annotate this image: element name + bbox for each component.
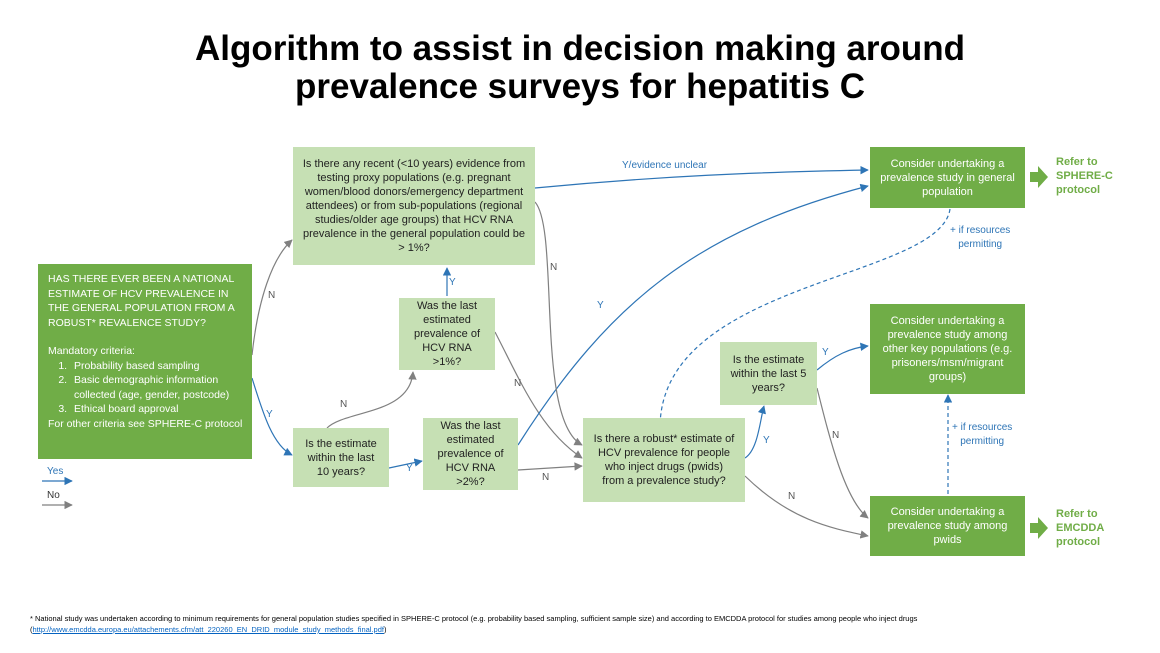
- label-n: N: [542, 472, 550, 483]
- label-y-evidence-unclear: Y/evidence unclear: [622, 160, 708, 171]
- label-y: Y: [406, 463, 413, 474]
- label-n: N: [832, 430, 840, 441]
- criteria-item: Basic demographic information collected …: [70, 373, 244, 402]
- edge-lastprev1-pwid: [494, 331, 583, 459]
- refer-sphere-c: Refer to SPHERE-C protocol: [1056, 155, 1113, 197]
- node-key-populations-study: Consider undertaking a prevalence study …: [870, 304, 1025, 394]
- legend-no: No: [47, 490, 60, 501]
- label-n: N: [514, 378, 522, 389]
- node-proxy-evidence: Is there any recent (<10 years) evidence…: [293, 147, 535, 265]
- start-national-estimate-box: HAS THERE EVER BEEN A NATIONAL ESTIMATE …: [38, 264, 252, 459]
- label-n: N: [550, 262, 558, 273]
- edge-within5-keypops: [816, 342, 869, 371]
- edge-lastprev2-pwid: [517, 462, 583, 471]
- node-last-prevalence-2pct: Was the last estimated prevalence of HCV…: [423, 418, 518, 490]
- refer-line: Refer to: [1056, 156, 1098, 168]
- start-heading: HAS THERE EVER BEEN A NATIONAL ESTIMATE …: [48, 273, 235, 329]
- refer-arrow-emcdda: [1030, 517, 1048, 539]
- node-pwid-estimate: Is there a robust* estimate of HCV preva…: [583, 418, 745, 502]
- refer-emcdda: Refer to EMCDDA protocol: [1056, 507, 1104, 549]
- footnote-link-line: (http://www.emcdda.europa.eu/attachement…: [30, 624, 1140, 635]
- node-pwids-study: Consider undertaking a prevalence study …: [870, 496, 1025, 556]
- footnote-link[interactable]: http://www.emcdda.europa.eu/attachements…: [32, 625, 384, 634]
- label-y: Y: [266, 409, 273, 420]
- criteria-item: Probability based sampling: [70, 359, 244, 374]
- edge-lastprev2-general: [517, 183, 869, 446]
- footnote-paren: ): [383, 625, 387, 634]
- edge-proxy-general: [534, 165, 869, 189]
- edge-within5-pwids: [816, 387, 869, 519]
- edge-pwid-pwids: [744, 475, 869, 539]
- edge-general-pwid-dashed: [655, 208, 951, 429]
- edge-start-proxy: [251, 239, 293, 356]
- page-title: Algorithm to assist in decision making a…: [0, 30, 1160, 106]
- node-within-10-years: Is the estimate within the last 10 years…: [293, 428, 389, 487]
- node-within-5-years: Is the estimate within the last 5 years?: [720, 342, 817, 405]
- refer-line: EMCDDA: [1056, 522, 1105, 534]
- label-line: permitting: [958, 239, 1003, 250]
- criteria-item: Ethical board approval: [70, 402, 244, 417]
- label-n: N: [788, 491, 796, 502]
- criteria-list: Probability based sampling Basic demogra…: [48, 359, 244, 417]
- label-n: N: [268, 290, 276, 301]
- node-last-prevalence-1pct: Was the last estimated prevalence of HCV…: [399, 298, 495, 370]
- label-resources-permitting-1: + if resources permitting: [950, 224, 1010, 252]
- label-y: Y: [763, 435, 770, 446]
- label-line: + if resources: [952, 422, 1013, 433]
- label-y: Y: [597, 300, 604, 311]
- edge-start-within10: [251, 377, 293, 456]
- legend-yes: Yes: [47, 466, 64, 477]
- label-line: permitting: [960, 436, 1005, 447]
- footnote: * National study was undertaken accordin…: [30, 613, 1140, 635]
- label-y: Y: [822, 347, 829, 358]
- label-resources-permitting-2: + if resources permitting: [952, 421, 1012, 449]
- refer-line: protocol: [1056, 184, 1100, 196]
- footnote-paren: (: [30, 625, 33, 634]
- refer-arrow-sphere: [1030, 166, 1048, 188]
- label-n: N: [340, 399, 348, 410]
- title-line-2: prevalence surveys for hepatitis C: [295, 67, 865, 106]
- refer-line: Refer to: [1056, 508, 1098, 520]
- footnote-text: * National study was undertaken accordin…: [30, 614, 918, 623]
- refer-line: protocol: [1056, 536, 1100, 548]
- criteria-title: Mandatory criteria:: [48, 345, 135, 357]
- edge-pwid-within5: [744, 405, 766, 459]
- label-line: + if resources: [950, 225, 1011, 236]
- label-y: Y: [449, 277, 456, 288]
- refer-line: SPHERE-C: [1056, 170, 1113, 182]
- node-general-population-study: Consider undertaking a prevalence study …: [870, 147, 1025, 208]
- other-criteria: For other criteria see SPHERE-C protocol: [48, 417, 243, 430]
- title-line-1: Algorithm to assist in decision making a…: [194, 29, 966, 68]
- edge-within10-lastprev2: [388, 458, 423, 469]
- edge-within10-lastprev1: [326, 371, 417, 429]
- edge-proxy-pwid: [534, 201, 583, 446]
